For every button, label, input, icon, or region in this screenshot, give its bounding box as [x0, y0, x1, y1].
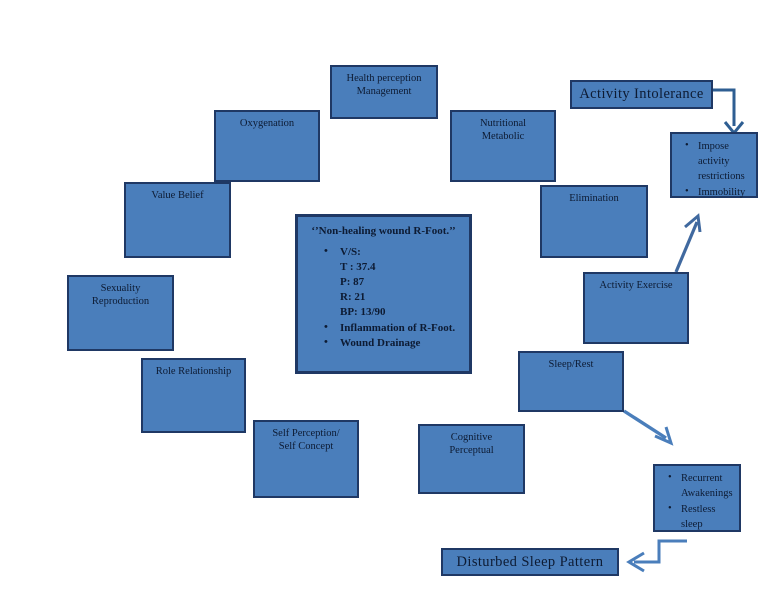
center-vitals-label: V/S: — [340, 245, 361, 258]
center-assessment-box[interactable]: ‘’Non-healing wound R-Foot.’’ V/S: T : 3… — [295, 214, 472, 374]
evidence-item-restless-sleep: Restless sleep — [668, 502, 739, 533]
pattern-box-elimination[interactable]: Elimination — [540, 185, 648, 258]
pattern-label-elimination: Elimination — [569, 193, 619, 204]
pattern-box-sexuality-reproduction[interactable]: Sexuality Reproduction — [67, 275, 174, 351]
arrow-sleep-evidence-to-diagnosis — [626, 539, 687, 573]
pattern-label-value-belief: Value Belief — [151, 190, 204, 201]
pattern-box-role-relationship[interactable]: Role Relationship — [141, 358, 246, 433]
vital-pulse: P: 87 — [340, 276, 365, 289]
evidence-item-impose-activity-restrictions: Impose activity restrictions — [685, 139, 756, 185]
finding-inflammation: Inflammation of R-Foot. — [324, 320, 469, 336]
center-vitals-values: T : 37.4 P: 87 R: 21 BP: 13/90 — [340, 260, 469, 321]
diagnosis-label-disturbed-sleep-pattern: Disturbed Sleep Pattern — [456, 553, 604, 570]
arrow-activity-exercise-to-evidence — [674, 213, 702, 273]
vital-temperature: T : 37.4 — [340, 260, 376, 273]
pattern-box-sleep-rest[interactable]: Sleep/Rest — [518, 351, 624, 412]
evidence-list-activity: Impose activity restrictions Immobility — [672, 139, 756, 201]
center-vitals-group: V/S: T : 37.4 P: 87 R: 21 BP: 13/90 — [324, 244, 469, 321]
pattern-box-nutritional-metabolic[interactable]: Nutritional Metabolic — [450, 110, 556, 182]
pattern-box-health-perception-management[interactable]: Health perception Management — [330, 65, 438, 119]
evidence-item-immobility: Immobility — [685, 185, 756, 201]
pattern-box-oxygenation[interactable]: Oxygenation — [214, 110, 320, 182]
pattern-label-self-perception-self-concept: Self Perception/ Self Concept — [272, 428, 340, 453]
pattern-label-health-perception-management: Health perception Management — [346, 73, 422, 98]
center-findings-list: V/S: T : 37.4 P: 87 R: 21 BP: 13/90 Infl… — [298, 244, 469, 351]
pattern-label-role-relationship: Role Relationship — [155, 366, 232, 377]
pattern-box-activity-exercise[interactable]: Activity Exercise — [583, 272, 689, 344]
pattern-label-sleep-rest: Sleep/Rest — [548, 359, 594, 370]
pattern-label-sexuality-reproduction: Sexuality Reproduction — [91, 283, 150, 308]
center-title: ‘’Non-healing wound R-Foot.’’ — [311, 225, 456, 237]
pattern-label-nutritional-metabolic: Nutritional Metabolic — [479, 118, 527, 143]
evidence-box-activity[interactable]: Impose activity restrictions Immobility — [670, 132, 758, 201]
evidence-item-recurrent-awakenings: Recurrent Awakenings — [668, 471, 739, 502]
finding-wound-drainage: Wound Drainage — [324, 335, 469, 351]
pattern-label-activity-exercise: Activity Exercise — [599, 280, 673, 291]
vital-respiration: R: 21 — [340, 291, 366, 304]
vital-blood-pressure: BP: 13/90 — [340, 306, 386, 319]
evidence-box-sleep[interactable]: Recurrent Awakenings Restless sleep — [653, 464, 741, 532]
evidence-list-sleep: Recurrent Awakenings Restless sleep — [655, 471, 739, 533]
diagnosis-label-activity-intolerance: Activity Intolerance — [579, 86, 704, 103]
pattern-box-self-perception-self-concept[interactable]: Self Perception/ Self Concept — [253, 420, 359, 498]
arrow-activity-intolerance-to-evidence — [712, 88, 745, 136]
pattern-box-cognitive-perceptual[interactable]: Cognitive Perceptual — [418, 424, 525, 494]
pattern-label-cognitive-perceptual: Cognitive Perceptual — [449, 432, 494, 457]
pattern-label-oxygenation: Oxygenation — [239, 118, 295, 129]
diagnosis-box-activity-intolerance[interactable]: Activity Intolerance — [570, 80, 713, 109]
pattern-box-value-belief[interactable]: Value Belief — [124, 182, 231, 258]
arrow-sleep-rest-to-evidence — [623, 409, 674, 446]
diagnosis-box-disturbed-sleep-pattern[interactable]: Disturbed Sleep Pattern — [441, 548, 619, 576]
